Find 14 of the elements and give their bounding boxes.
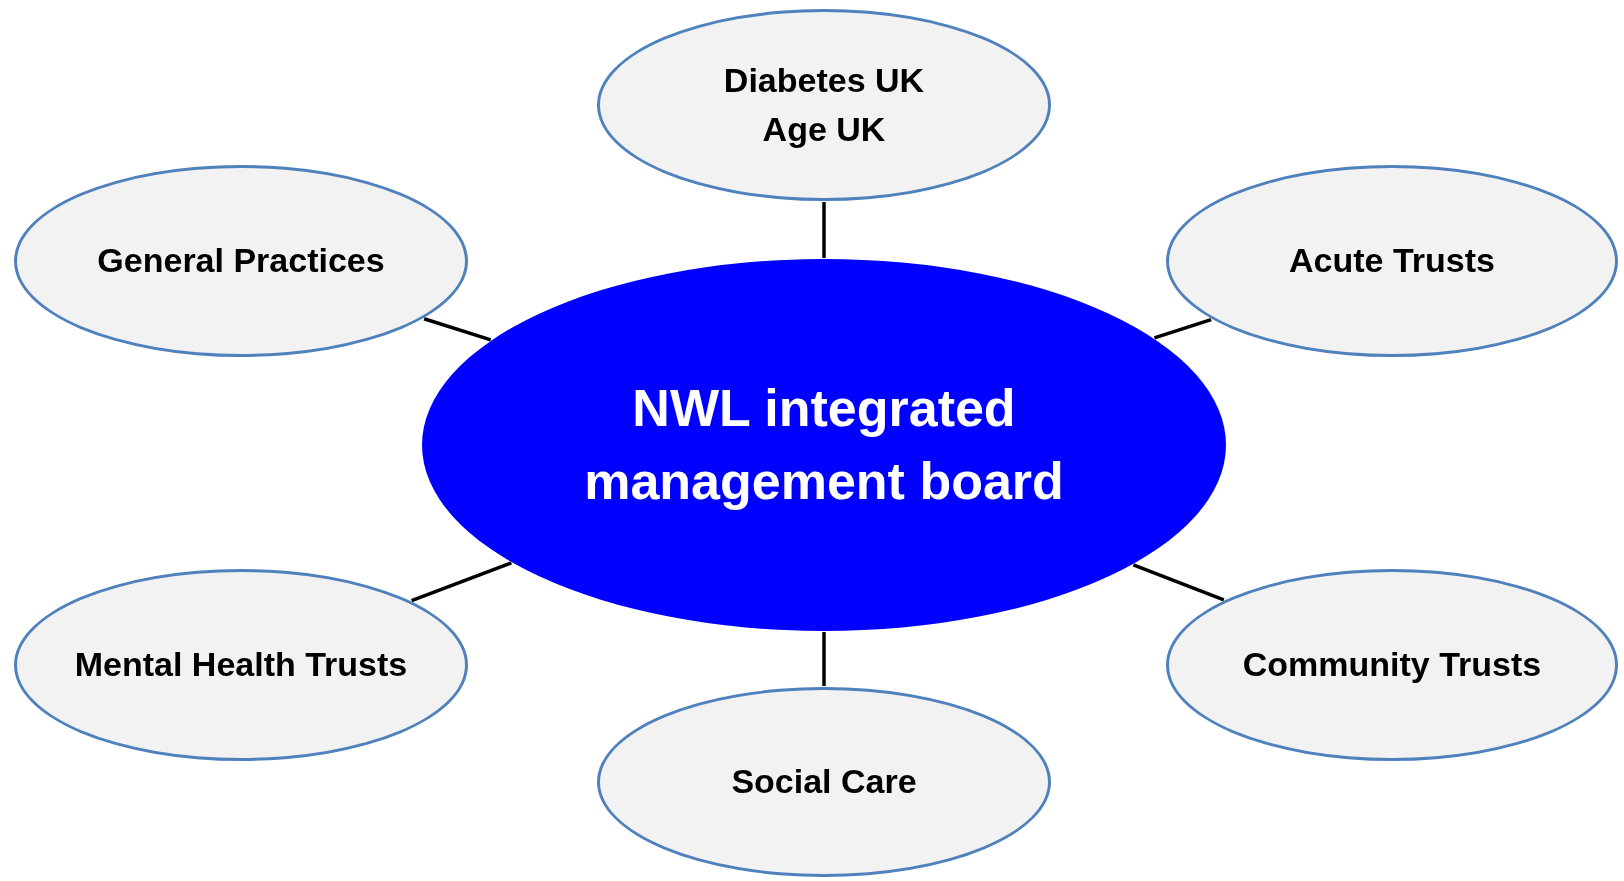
connector-line — [1132, 563, 1225, 602]
connector-line — [822, 202, 826, 258]
node-label: Acute Trusts — [1289, 240, 1495, 282]
connector-line — [1153, 317, 1212, 340]
node-label: Social Care — [731, 761, 917, 803]
node-label: Diabetes UK — [723, 59, 925, 101]
node-label: Community Trusts — [1242, 644, 1542, 686]
connector-line — [410, 561, 512, 603]
node-label: Mental Health Trusts — [74, 644, 408, 686]
node-label: NWL integrated management board — [583, 378, 1065, 512]
node-label: General Practices — [97, 240, 385, 282]
connector-line — [822, 632, 826, 686]
connector-line — [423, 317, 492, 342]
node-label: Age UK — [762, 109, 886, 150]
